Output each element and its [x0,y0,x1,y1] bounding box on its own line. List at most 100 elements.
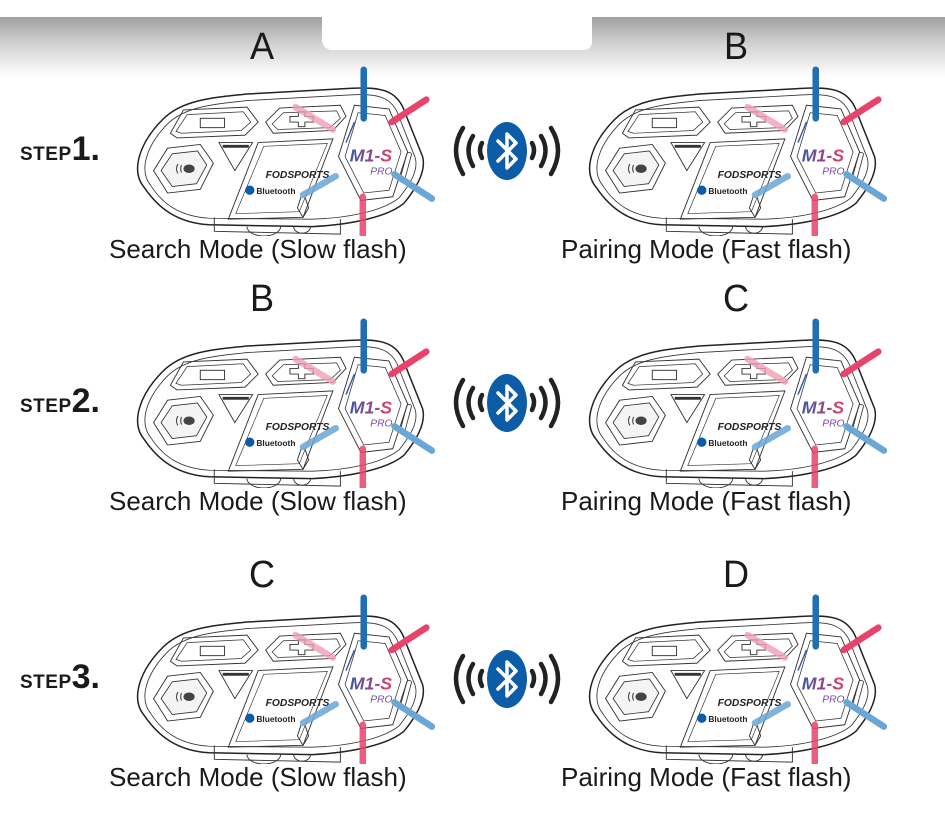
step-label: STEP2. [20,382,100,421]
signal-wave-right-middle [538,133,548,169]
led-ray-pink-left [292,631,337,661]
bluetooth-text: Bluetooth [256,186,295,196]
bluetooth-text: Bluetooth [256,438,295,448]
intercom-device-left: FODSPORTS Bluetooth M1-S PRO [136,66,435,236]
bluetooth-rune [496,660,518,698]
signal-wave-left-middle [466,661,476,697]
intercom-device-left: FODSPORTS Bluetooth M1-S PRO [136,594,435,764]
bluetooth-badge-icon [245,713,255,723]
signal-wave-left-inner [477,668,485,689]
caption-pairing-mode: Pairing Mode (Fast flash) [561,486,852,516]
led-ray-red-right [840,96,882,126]
signal-wave-left-middle [466,133,476,169]
step-word: STEP [20,144,72,165]
led-ray-blue-left [751,700,791,727]
led-ray-blue-right [391,423,435,454]
bluetooth-connection-icon [453,650,561,708]
brand-logo: FODSPORTS [266,698,330,709]
model-logo: M1-S [350,673,393,693]
model-logo: M1-S [350,145,393,165]
signal-wave-right-outer [548,653,561,705]
intercom-device-left: FODSPORTS Bluetooth M1-S PRO [136,318,435,488]
unit-label-right: D [722,554,750,596]
led-ray-pink-left [744,355,789,385]
caption-pairing-mode: Pairing Mode (Fast flash) [561,762,852,792]
step-label: STEP3. [20,658,100,697]
unit-label-left: A [249,26,275,68]
led-ray-red-right [840,348,882,378]
caption-search-mode: Search Mode (Slow flash) [109,486,407,516]
led-ray-red-right [388,624,430,654]
unit-label-right: C [722,278,750,320]
model-suffix: PRO [370,166,392,177]
led-ray-blue-right [391,699,435,730]
bluetooth-badge-icon [245,185,255,195]
signal-wave-left-inner [477,392,485,413]
led-accent-line [797,649,808,671]
step-number: 3. [71,658,100,696]
bluetooth-badge-icon [697,437,707,447]
led-accent-line [345,121,356,143]
bluetooth-connection-icon [453,374,561,432]
brand-logo: FODSPORTS [266,170,330,181]
top-blank [0,0,945,17]
step-word: STEP [20,672,72,693]
led-ray-blue-left [751,424,791,451]
led-ray-blue-left [299,172,339,199]
bluetooth-connection-icon [453,122,561,180]
led-accent-line [797,121,808,143]
led-ray-pink-left [292,355,337,385]
led-ray-red-right [388,348,430,378]
model-logo: M1-S [802,673,845,693]
brand-logo: FODSPORTS [718,170,782,181]
model-suffix: PRO [822,418,844,429]
step-number: 2. [71,382,100,420]
signal-wave-left-inner [477,140,485,161]
led-ray-red-right [388,96,430,126]
led-ray-red-right [840,624,882,654]
bluetooth-rune [496,384,518,422]
signal-wave-left-middle [466,385,476,421]
led-accent-line [797,373,808,395]
led-ray-blue-right [843,699,887,730]
step-word: STEP [20,396,72,417]
signal-wave-right-outer [548,125,561,177]
bluetooth-text: Bluetooth [708,714,747,724]
led-ray-pink-left [292,103,337,133]
model-suffix: PRO [822,166,844,177]
led-accent-line [345,373,356,395]
led-ray-pink-left [744,103,789,133]
intercom-device-right: FODSPORTS Bluetooth M1-S PRO [588,66,887,236]
caption-pairing-mode: Pairing Mode (Fast flash) [561,234,852,264]
brand-logo: FODSPORTS [718,422,782,433]
led-ray-blue-right [391,171,435,202]
signal-wave-right-inner [529,668,537,689]
model-logo: M1-S [802,397,845,417]
bluetooth-text: Bluetooth [256,714,295,724]
unit-label-right: B [723,26,749,68]
signal-wave-right-outer [548,377,561,429]
led-ray-blue-left [299,424,339,451]
signal-wave-right-middle [538,661,548,697]
bluetooth-badge-icon [245,437,255,447]
model-logo: M1-S [802,145,845,165]
bluetooth-badge-icon [697,185,707,195]
bluetooth-rune [496,132,518,170]
step-number: 1. [71,130,100,168]
step-label: STEP1. [20,130,100,169]
caption-search-mode: Search Mode (Slow flash) [109,762,407,792]
led-accent-line [345,649,356,671]
led-ray-blue-right [843,423,887,454]
intercom-device-right: FODSPORTS Bluetooth M1-S PRO [588,594,887,764]
led-ray-blue-left [299,700,339,727]
brand-logo: FODSPORTS [266,422,330,433]
unit-label-left: B [249,278,275,320]
unit-label-left: C [248,554,276,596]
signal-wave-right-middle [538,385,548,421]
bluetooth-badge-icon [697,713,707,723]
bluetooth-text: Bluetooth [708,186,747,196]
signal-wave-right-inner [529,140,537,161]
model-suffix: PRO [822,694,844,705]
model-suffix: PRO [370,418,392,429]
caption-search-mode: Search Mode (Slow flash) [109,234,407,264]
